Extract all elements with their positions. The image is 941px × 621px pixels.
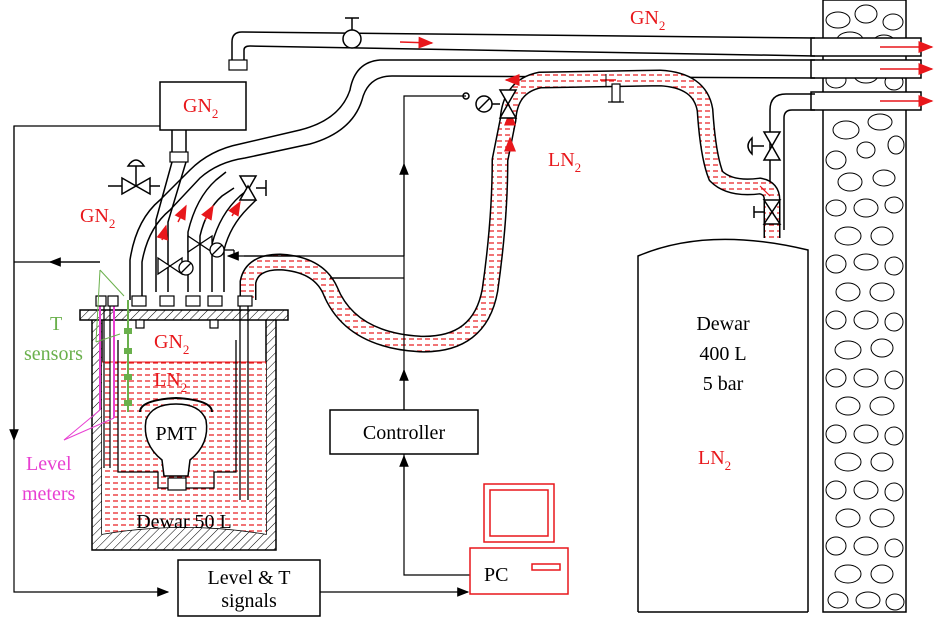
signals-label-line2: signals [221, 590, 277, 612]
pmt-label: PMT [155, 423, 196, 445]
ln2-label-dewar: LN2 [154, 369, 187, 395]
dewar-400l-label-line1: Dewar [696, 313, 750, 335]
gn2-label-left: GN2 [80, 205, 115, 231]
valves-dewar-top [157, 234, 235, 276]
gn2-box: GN2 [159, 59, 248, 163]
signal-lines [9, 95, 470, 597]
level-meters-label-line2: meters [22, 483, 76, 505]
ln2-control-valve [462, 89, 518, 119]
ln2-label-big-dewar: LN2 [698, 447, 731, 473]
t-sensors-label-line2: sensors [24, 343, 83, 365]
valve-left [108, 159, 160, 196]
wall [810, 0, 934, 613]
dewar-50l [63, 269, 289, 551]
dewar-400l-label-line3: 5 bar [703, 373, 744, 395]
pc-computer: PC [469, 483, 569, 595]
gn2-label-dewar: GN2 [154, 331, 189, 357]
gn2-exhaust-pipes [129, 31, 816, 300]
pc-label: PC [484, 564, 508, 586]
valve-upper [238, 175, 267, 201]
dewar-400l [637, 238, 809, 613]
level-meters-label-line1: Level [26, 453, 72, 475]
gn2-box-label: GN2 [183, 95, 218, 121]
dewar-50l-label: Dewar 50 L [136, 511, 232, 533]
gn2-label-top-right: GN2 [630, 7, 665, 33]
valves-big-dewar [747, 131, 782, 225]
signals-box: Level & T signals [177, 559, 321, 617]
ln2-label-mid: LN2 [548, 149, 581, 175]
signals-label-line1: Level & T [208, 567, 291, 589]
t-sensors-label-line1: T [50, 313, 62, 335]
controller-box: Controller [329, 409, 479, 455]
controller-label: Controller [363, 422, 446, 444]
dewar-400l-label-line2: 400 L [699, 343, 746, 365]
valve-top [342, 17, 434, 49]
